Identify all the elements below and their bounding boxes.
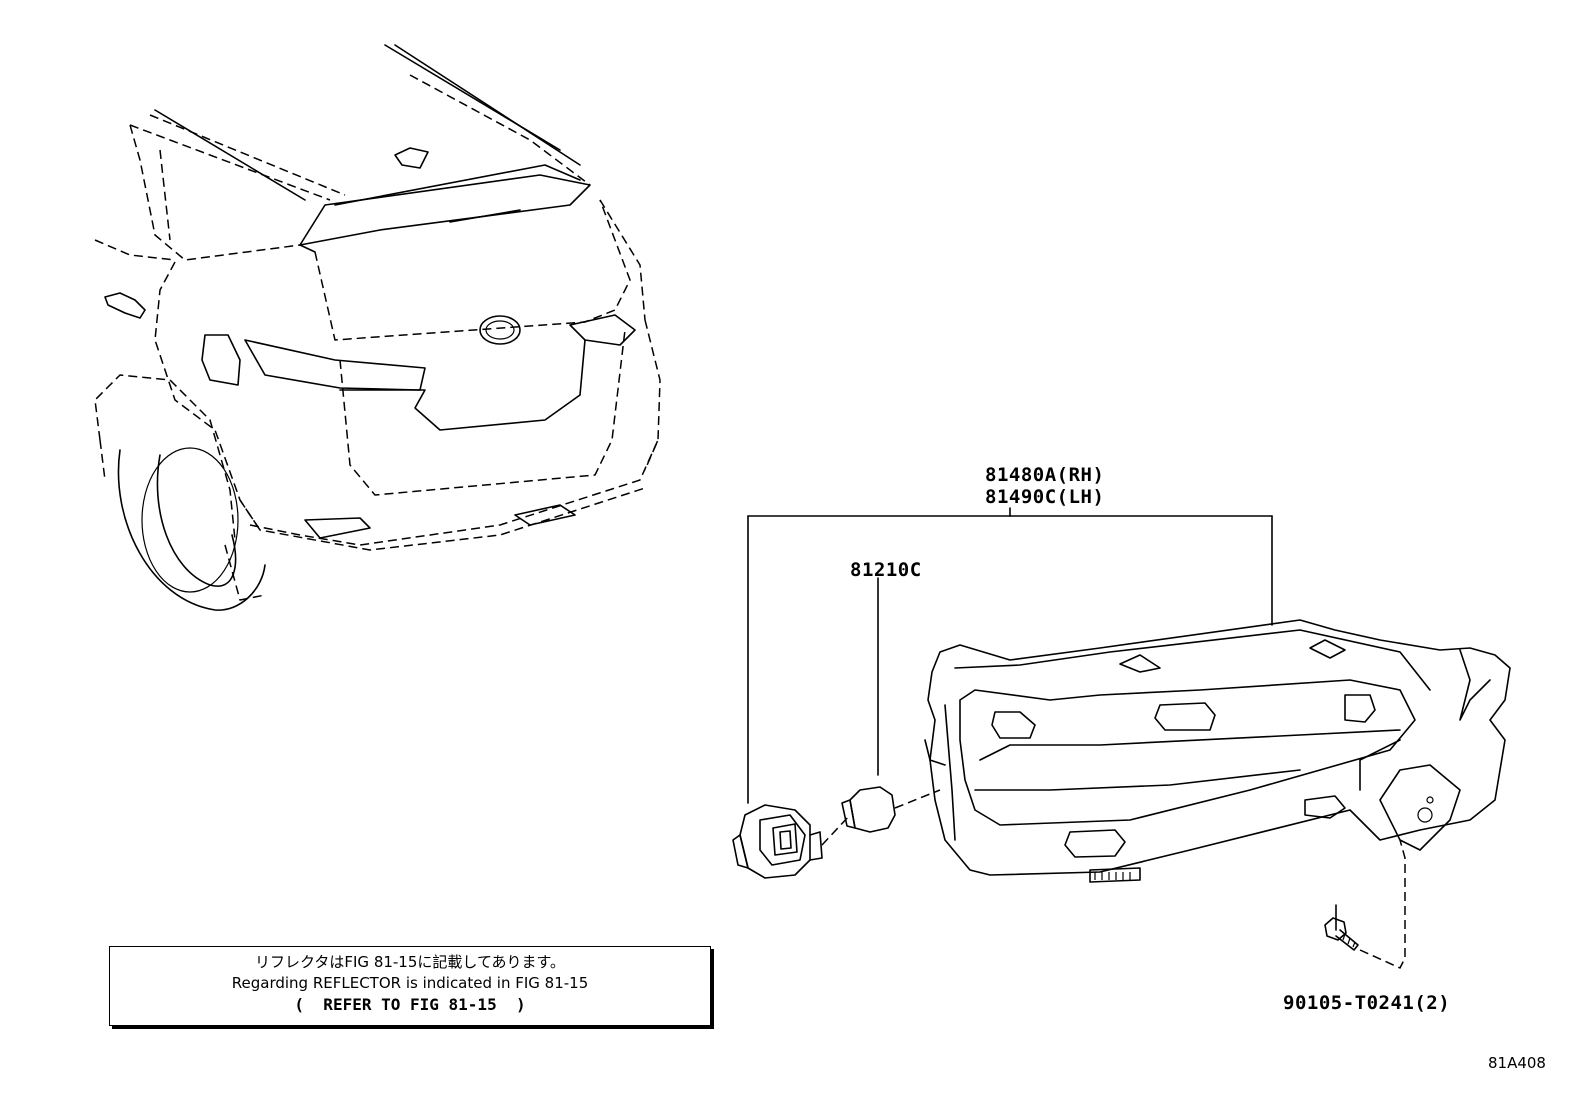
part-number-lamp-lh: 81490C(LH) <box>985 486 1105 508</box>
note-line-english: Regarding REFLECTOR is indicated in FIG … <box>231 974 589 992</box>
part-number-lamp-rh: 81480A(RH) <box>985 464 1105 486</box>
leader-lines <box>747 507 1337 931</box>
part-number-screw: 90105-T0241(2) <box>1283 992 1451 1014</box>
note-line-japanese: リフレクタはFIG 81-15に記載してあります。 <box>254 953 566 971</box>
figure-code: 81A408 <box>1488 1054 1546 1072</box>
screw-icon <box>1324 839 1406 969</box>
bulb-socket-icon <box>732 804 851 879</box>
reference-note-box: リフレクタはFIG 81-15に記載してあります。 Regarding REFL… <box>109 946 711 1026</box>
note-line-refer: ( REFER TO FIG 81-15 ) <box>294 995 526 1014</box>
vehicle-rear-view-icon <box>94 44 661 611</box>
part-number-bulb: 81210C <box>850 559 922 581</box>
rear-lamp-assembly-icon <box>924 619 1511 883</box>
bulb-icon <box>841 786 941 833</box>
